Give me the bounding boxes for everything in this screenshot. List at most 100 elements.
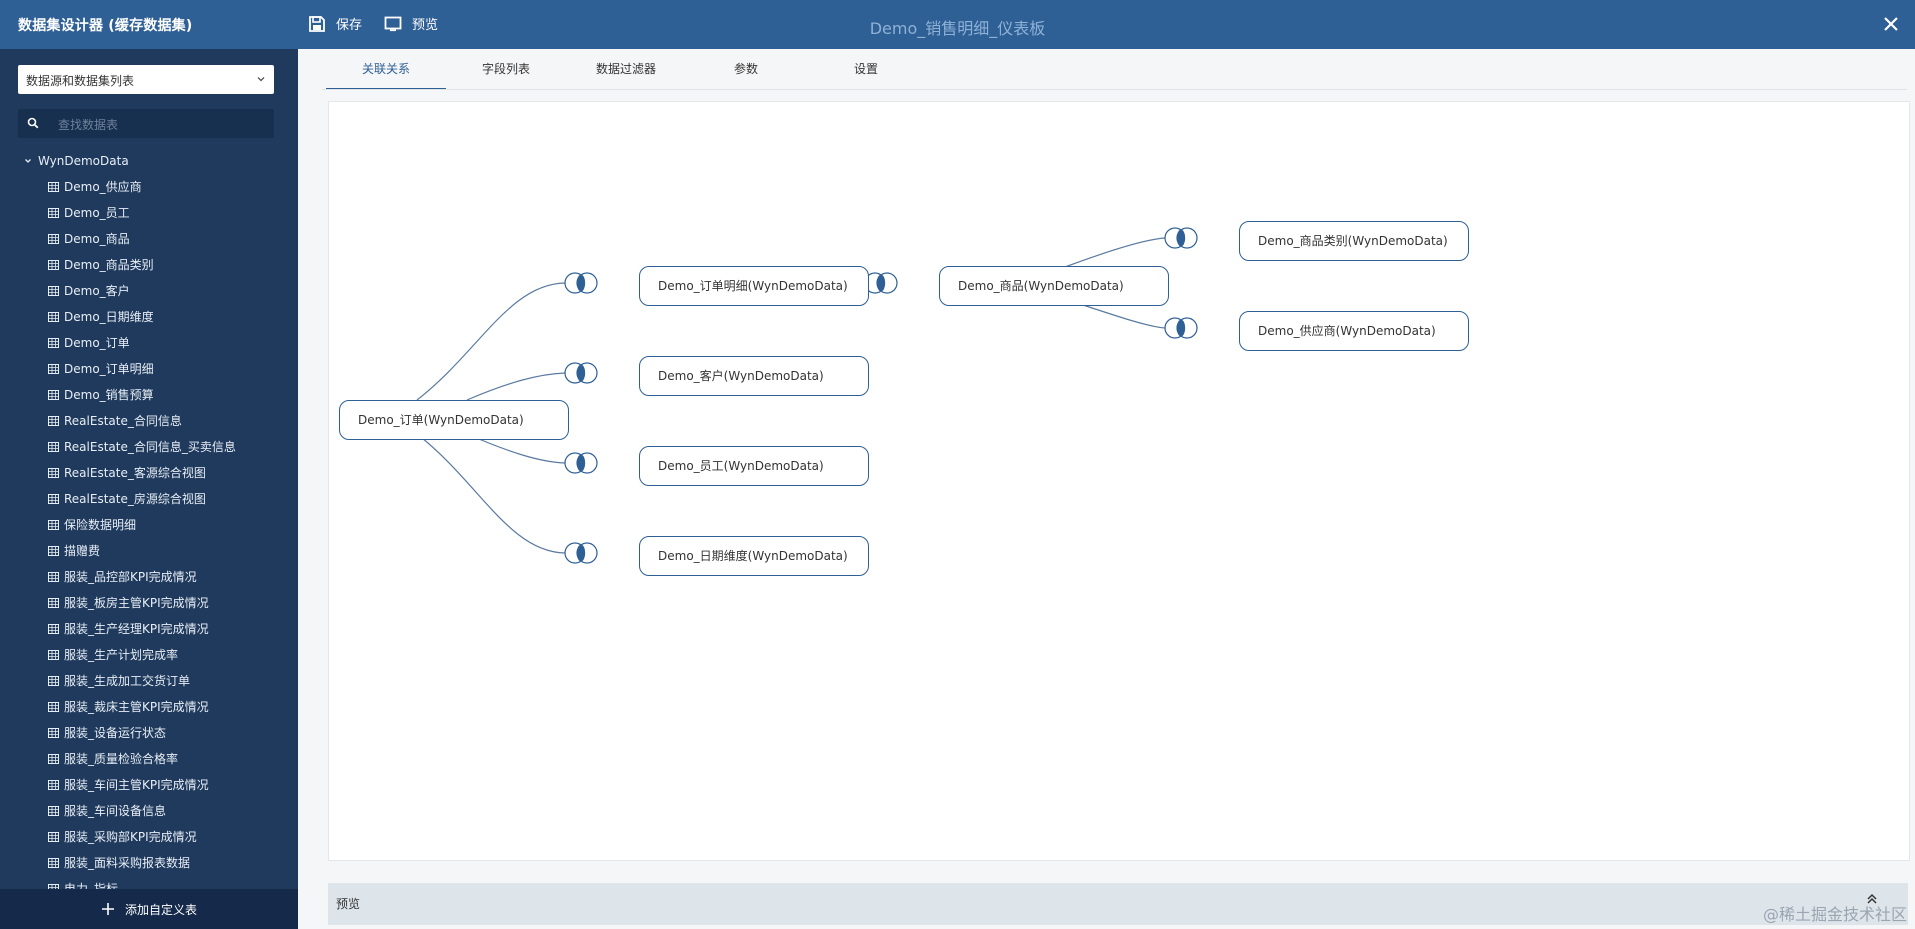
table-icon — [48, 234, 59, 244]
tree-item[interactable]: Demo_商品 — [48, 226, 236, 252]
tree-item-label: Demo_商品 — [64, 232, 130, 246]
title-bar: 数据集设计器 (缓存数据集) 保存 预览 Demo_销售明细_仪表板 — [0, 0, 1915, 49]
tree-item[interactable]: Demo_销售预算 — [48, 382, 236, 408]
table-icon — [48, 754, 59, 764]
add-custom-label: 添加自定义表 — [124, 902, 197, 917]
tree-item[interactable]: Demo_商品类别 — [48, 252, 236, 278]
tab-fields[interactable]: 字段列表 — [481, 62, 530, 76]
tree-item[interactable]: 服装_面料采购报表数据 — [48, 850, 236, 876]
expand-preview-button[interactable] — [1865, 891, 1879, 910]
tree-item[interactable]: 保险数据明细 — [48, 512, 236, 538]
table-icon — [48, 858, 59, 868]
tab-relations[interactable]: 关联关系 — [326, 49, 446, 90]
chevron-down-icon — [257, 77, 265, 82]
node-employee[interactable]: Demo_员工(WynDemoData) — [639, 446, 869, 486]
tree-item[interactable]: Demo_员工 — [48, 200, 236, 226]
tab-filters[interactable]: 数据过滤器 — [595, 62, 656, 76]
tree-item-label: 服装_面料采购报表数据 — [64, 856, 191, 870]
tree-item-label: RealEstate_合同信息 — [64, 414, 182, 428]
tree-item[interactable]: Demo_供应商 — [48, 174, 236, 200]
join-icon — [1164, 227, 1198, 249]
datasource-select-value: 数据源和数据集列表 — [26, 74, 135, 88]
plus-icon — [101, 903, 114, 915]
tree-item[interactable]: RealEstate_合同信息_买卖信息 — [48, 434, 236, 460]
search-input[interactable] — [56, 109, 270, 140]
tree-item-label: 服装_生产计划完成率 — [64, 648, 179, 662]
watermark: @稀土掘金技术社区 — [1762, 905, 1907, 924]
node-order-detail[interactable]: Demo_订单明细(WynDemoData) — [639, 266, 869, 306]
preview-panel-header[interactable]: 预览 — [328, 883, 1908, 925]
tree-item[interactable]: RealEstate_房源综合视图 — [48, 486, 236, 512]
tree-item[interactable]: 服装_生成加工交货订单 — [48, 668, 236, 694]
tree-item-label: Demo_日期维度 — [64, 310, 154, 324]
join-icon — [564, 542, 598, 564]
node-supplier[interactable]: Demo_供应商(WynDemoData) — [1239, 311, 1469, 351]
tree-item[interactable]: RealEstate_合同信息 — [48, 408, 236, 434]
join-icon — [564, 272, 598, 294]
tree-item[interactable]: Demo_客户 — [48, 278, 236, 304]
relation-links — [416, 227, 1198, 564]
tree-item[interactable]: 描赠费 — [48, 538, 236, 564]
tree-item-label: 电力_指标 — [64, 882, 119, 890]
app-title: 数据集设计器 (缓存数据集) — [18, 18, 193, 34]
tree-item[interactable]: 服装_质量检验合格率 — [48, 746, 236, 772]
table-icon — [48, 364, 59, 374]
tree-item-label: 服装_采购部KPI完成情况 — [64, 830, 197, 844]
tree-root[interactable]: WynDemoData — [24, 148, 129, 174]
table-icon — [48, 650, 59, 660]
main-content: 关联关系 字段列表 数据过滤器 参数 设置 — [298, 49, 1915, 929]
preview-button[interactable]: 预览 — [384, 14, 438, 33]
node-category[interactable]: Demo_商品类别(WynDemoData) — [1239, 221, 1469, 261]
table-icon — [48, 806, 59, 816]
tree-item[interactable]: 服装_裁床主管KPI完成情况 — [48, 694, 236, 720]
tab-parameters[interactable]: 参数 — [733, 62, 758, 76]
relation-canvas[interactable]: Demo_订单(WynDemoData) Demo_订单明细(WynDemoDa… — [328, 101, 1910, 861]
chevron-double-up-icon — [1867, 893, 1877, 904]
tree-item[interactable]: 服装_车间主管KPI完成情况 — [48, 772, 236, 798]
search-box[interactable] — [18, 109, 274, 140]
sidebar: 数据源和数据集列表 WynDemoData Demo_供应商Demo_员工Dem… — [0, 49, 298, 929]
table-icon — [48, 494, 59, 504]
node-date-dim[interactable]: Demo_日期维度(WynDemoData) — [639, 536, 869, 576]
node-customer[interactable]: Demo_客户(WynDemoData) — [639, 356, 869, 396]
tree-item[interactable]: 服装_板房主管KPI完成情况 — [48, 590, 236, 616]
close-icon — [1884, 17, 1898, 31]
tree-item-label: Demo_订单 — [64, 336, 130, 350]
tree-item-label: 服装_设备运行状态 — [64, 726, 167, 740]
tree-item[interactable]: 服装_生产经理KPI完成情况 — [48, 616, 236, 642]
table-icon — [48, 520, 59, 530]
link-orders-order-detail — [416, 282, 566, 401]
tree-item-label: RealEstate_客源综合视图 — [64, 466, 206, 480]
join-icon — [564, 452, 598, 474]
monitor-icon — [384, 16, 402, 31]
tab-settings[interactable]: 设置 — [853, 62, 878, 76]
datasource-select[interactable]: 数据源和数据集列表 — [18, 65, 274, 94]
tree-item[interactable]: Demo_订单明细 — [48, 356, 236, 382]
tree-item[interactable]: Demo_订单 — [48, 330, 236, 356]
tree-item-label: 服装_生产经理KPI完成情况 — [64, 622, 209, 636]
tab-bar: 关联关系 字段列表 数据过滤器 参数 设置 — [326, 49, 926, 90]
tree-item-label: Demo_员工 — [64, 206, 130, 220]
close-button[interactable] — [1879, 12, 1903, 36]
table-icon — [48, 208, 59, 218]
table-icon — [48, 702, 59, 712]
table-icon — [48, 338, 59, 348]
tree-item[interactable]: Demo_日期维度 — [48, 304, 236, 330]
tree-item[interactable]: RealEstate_客源综合视图 — [48, 460, 236, 486]
node-orders[interactable]: Demo_订单(WynDemoData) — [339, 400, 569, 440]
save-button[interactable]: 保存 — [308, 14, 362, 33]
tree-item[interactable]: 电力_指标 — [48, 876, 236, 890]
tree-item[interactable]: 服装_车间设备信息 — [48, 798, 236, 824]
tree-item[interactable]: 服装_设备运行状态 — [48, 720, 236, 746]
add-custom-table-button[interactable]: 添加自定义表 — [0, 889, 298, 929]
tree-item[interactable]: 服装_生产计划完成率 — [48, 642, 236, 668]
link-orders-customer — [466, 372, 566, 401]
chevron-down-icon — [25, 159, 31, 163]
preview-label: 预览 — [412, 18, 439, 33]
tree-item-label: 服装_车间主管KPI完成情况 — [64, 778, 209, 792]
tree-item[interactable]: 服装_采购部KPI完成情况 — [48, 824, 236, 850]
search-icon — [27, 117, 39, 129]
node-product[interactable]: Demo_商品(WynDemoData) — [939, 266, 1169, 306]
tree-item[interactable]: 服装_品控部KPI完成情况 — [48, 564, 236, 590]
